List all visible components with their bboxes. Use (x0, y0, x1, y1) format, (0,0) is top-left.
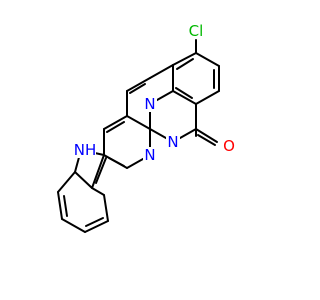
pyridazine-nitrogen-label: N (144, 146, 155, 164)
oxygen-label: O (223, 137, 235, 155)
quinazolinone-ring (126, 64, 197, 143)
quinazoline-nitrogen-label: N (144, 95, 155, 113)
indole-nitrogen-label: NH (74, 141, 97, 159)
chlorobenzene-ring (172, 52, 220, 105)
molecule-structure: Cl O N N N NH (57, 21, 236, 233)
indole-benzene-ring (57, 171, 109, 233)
atom-labels: Cl O N N N NH (74, 21, 236, 164)
bridge-nitrogen-label: N (167, 133, 178, 151)
carbonyl-group (195, 128, 218, 146)
chlorine-label: Cl (189, 22, 204, 40)
